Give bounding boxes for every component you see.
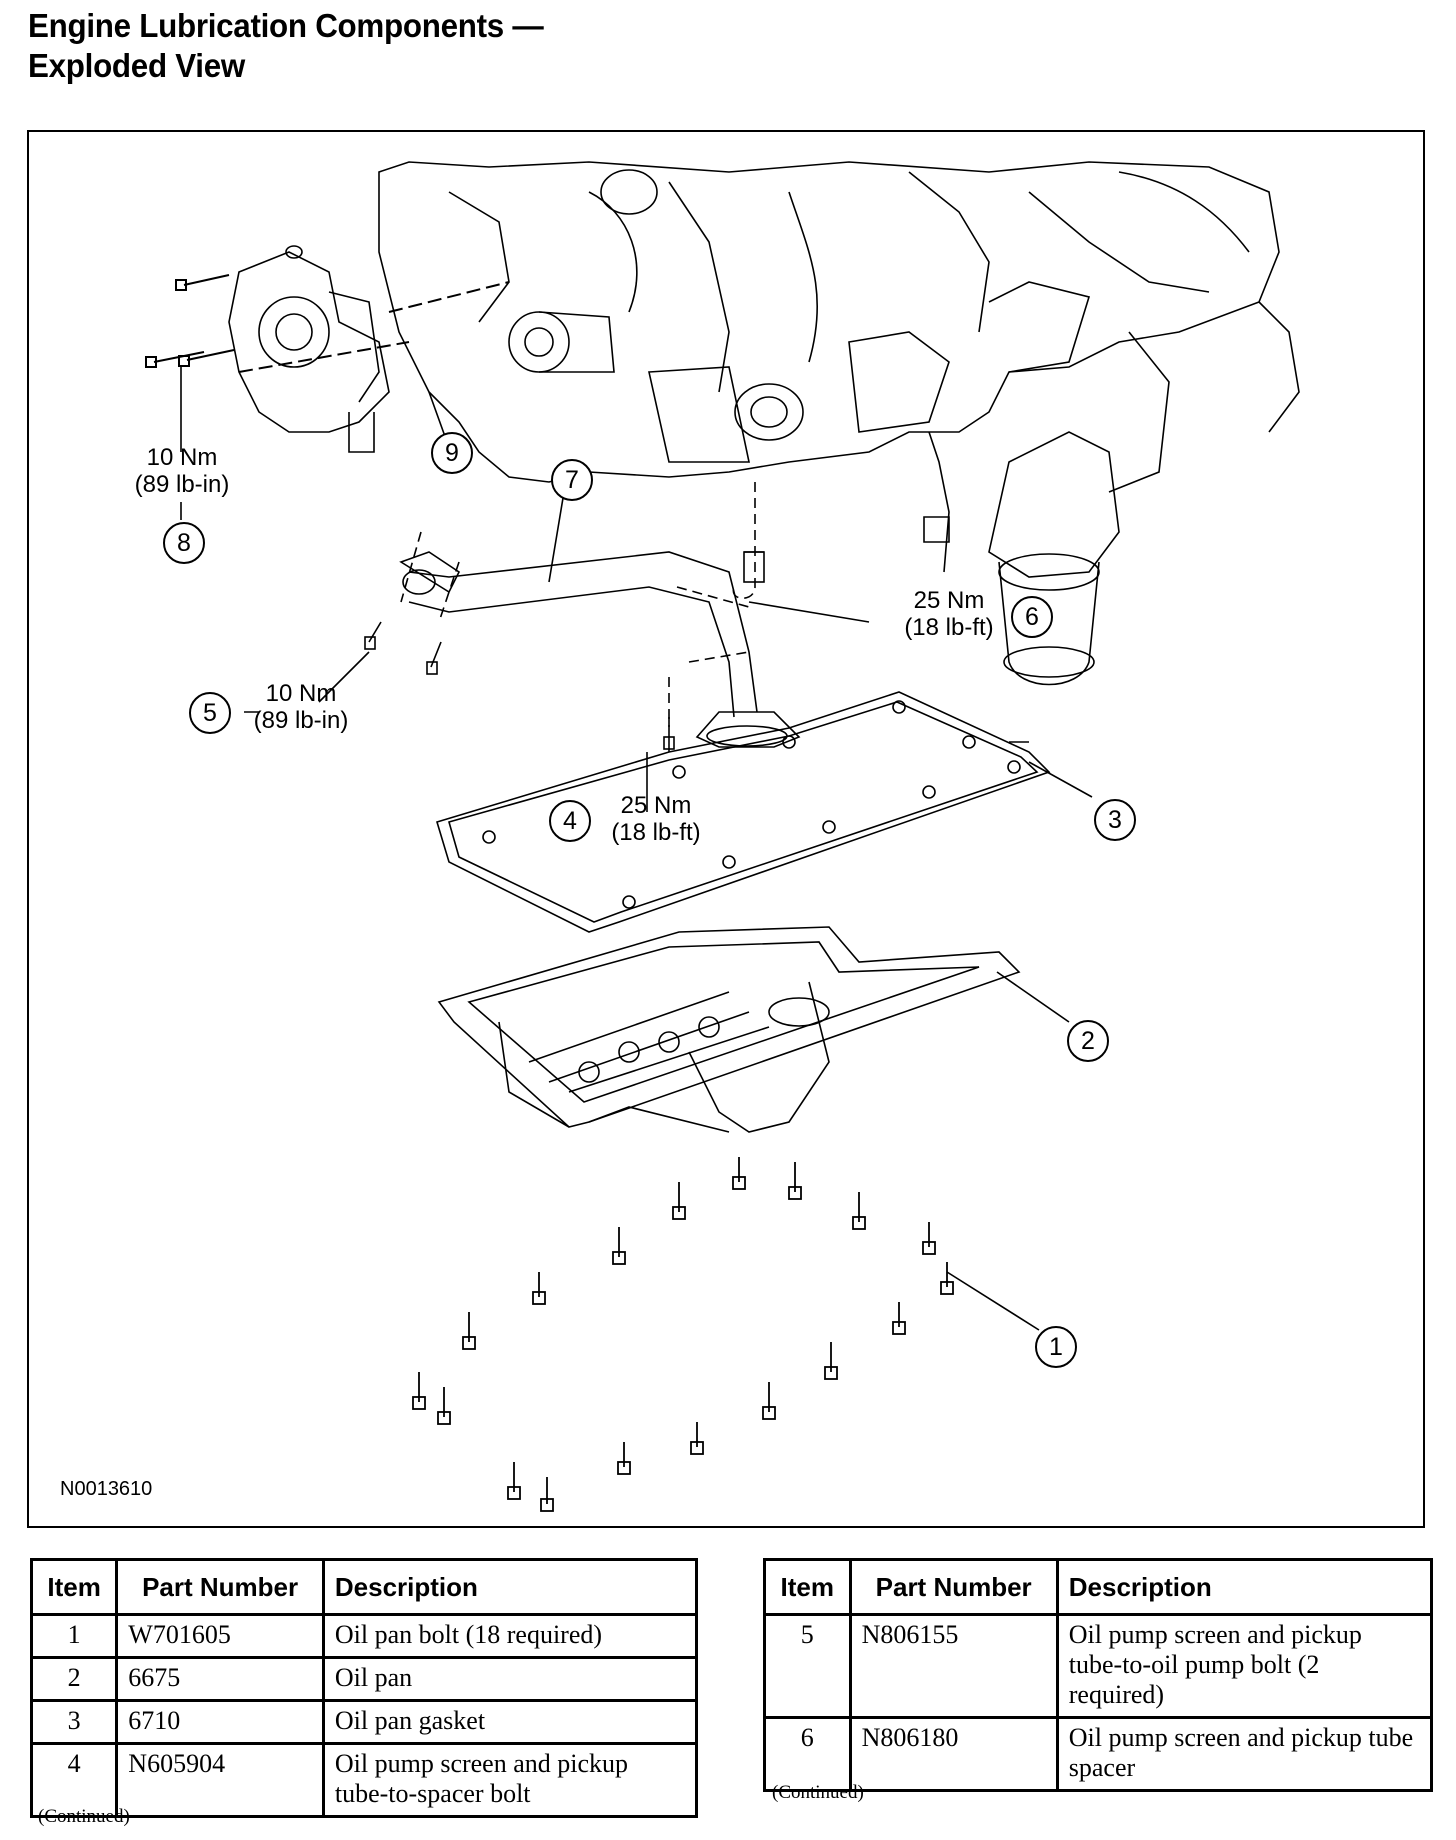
col-description: Description [1055,1558,1434,1616]
col-item: Item [29,1558,119,1616]
cell-description: Oil pan bolt (18 required) [321,1613,699,1659]
engine-block-drawing [378,161,1300,686]
pickup-tube-drawing [364,482,801,752]
callout-8: 8 [163,522,205,564]
table-row: 4 N605904 Oil pump screen and pickup tub… [29,1742,699,1818]
torque-label-item6: 25 Nm (18 lb-ft) [889,587,1009,641]
continued-note-left: (Continued) [38,1806,130,1827]
table-row: 6 N806180 Oil pump screen and pickup tub… [763,1716,1434,1792]
cell-item: 4 [29,1742,119,1818]
oil-pan-gasket-drawing [436,691,1051,933]
col-description: Description [321,1558,699,1616]
table-row: 5 N806155 Oil pump screen and pickup tub… [763,1613,1434,1719]
cell-description: Oil pan gasket [321,1699,699,1745]
table-row: 2 6675 Oil pan [29,1656,699,1702]
callout-1: 1 [1035,1326,1077,1368]
torque-imperial: (89 lb-in) [134,471,230,498]
cell-item: 2 [29,1656,119,1702]
cell-description: Oil pump screen and pickup tube-to-space… [321,1742,699,1818]
cell-item: 5 [763,1613,852,1719]
cell-part-number: W701605 [115,1613,325,1659]
col-part-number: Part Number [848,1558,1059,1616]
exploded-view-drawing [145,161,1300,1512]
callout-3: 3 [1094,799,1136,841]
figure-id: N0013610 [60,1478,153,1500]
cell-part-number: 6675 [115,1656,325,1702]
callout-9: 9 [431,432,473,474]
cell-item: 1 [29,1613,119,1659]
cell-item: 6 [763,1716,852,1792]
cell-description: Oil pan [321,1656,699,1702]
torque-imperial: (18 lb-ft) [611,819,701,846]
callout-2: 2 [1067,1020,1109,1062]
cell-part-number: N605904 [115,1742,325,1818]
callout-4: 4 [549,800,591,842]
callout-7: 7 [551,459,593,501]
title-line-1: Engine Lubrication Components — [28,7,544,44]
parts-table-left: Item Part Number Description 1 W701605 O… [29,1558,699,1818]
oil-pan-bolts-drawing [412,1157,954,1512]
oil-pan-drawing [437,926,1021,1133]
table-header-row: Item Part Number Description [29,1558,699,1616]
callout-6: 6 [1011,596,1053,638]
col-part-number: Part Number [115,1558,325,1616]
torque-nm: 25 Nm [913,587,985,614]
cell-description: Oil pump screen and pickup tube-to-oil p… [1055,1613,1434,1719]
col-item: Item [763,1558,852,1616]
torque-label-item8: 10 Nm (89 lb-in) [127,444,237,498]
callout-5: 5 [189,692,231,734]
oil-pump-bolts-drawing [145,274,510,373]
torque-nm: 10 Nm [146,444,218,471]
cell-part-number: N806180 [848,1716,1059,1792]
cell-item: 3 [29,1699,119,1745]
torque-imperial: (18 lb-ft) [904,614,994,641]
table-row: 3 6710 Oil pan gasket [29,1699,699,1745]
exploded-view-figure: 1 2 3 4 5 6 7 8 9 10 Nm (89 lb-in) 10 Nm… [27,130,1425,1528]
torque-imperial: (89 lb-in) [253,707,349,734]
title-line-2: Exploded View [28,47,245,84]
torque-nm: 10 Nm [265,680,337,707]
parts-table-right: Item Part Number Description 5 N806155 O… [763,1558,1434,1792]
cell-description: Oil pump screen and pickup tube spacer [1055,1716,1434,1792]
table-header-row: Item Part Number Description [763,1558,1434,1616]
table-row: 1 W701605 Oil pan bolt (18 required) [29,1613,699,1659]
continued-note-right: (Continued) [772,1782,864,1803]
torque-label-item4: 25 Nm (18 lb-ft) [596,792,716,846]
cell-part-number: N806155 [848,1613,1059,1719]
torque-nm: 25 Nm [620,792,692,819]
leader-lines [180,367,1093,1331]
page-title: Engine Lubrication Components — Exploded… [28,6,544,86]
cell-part-number: 6710 [115,1699,325,1745]
torque-label-item5: 10 Nm (89 lb-in) [241,680,361,734]
